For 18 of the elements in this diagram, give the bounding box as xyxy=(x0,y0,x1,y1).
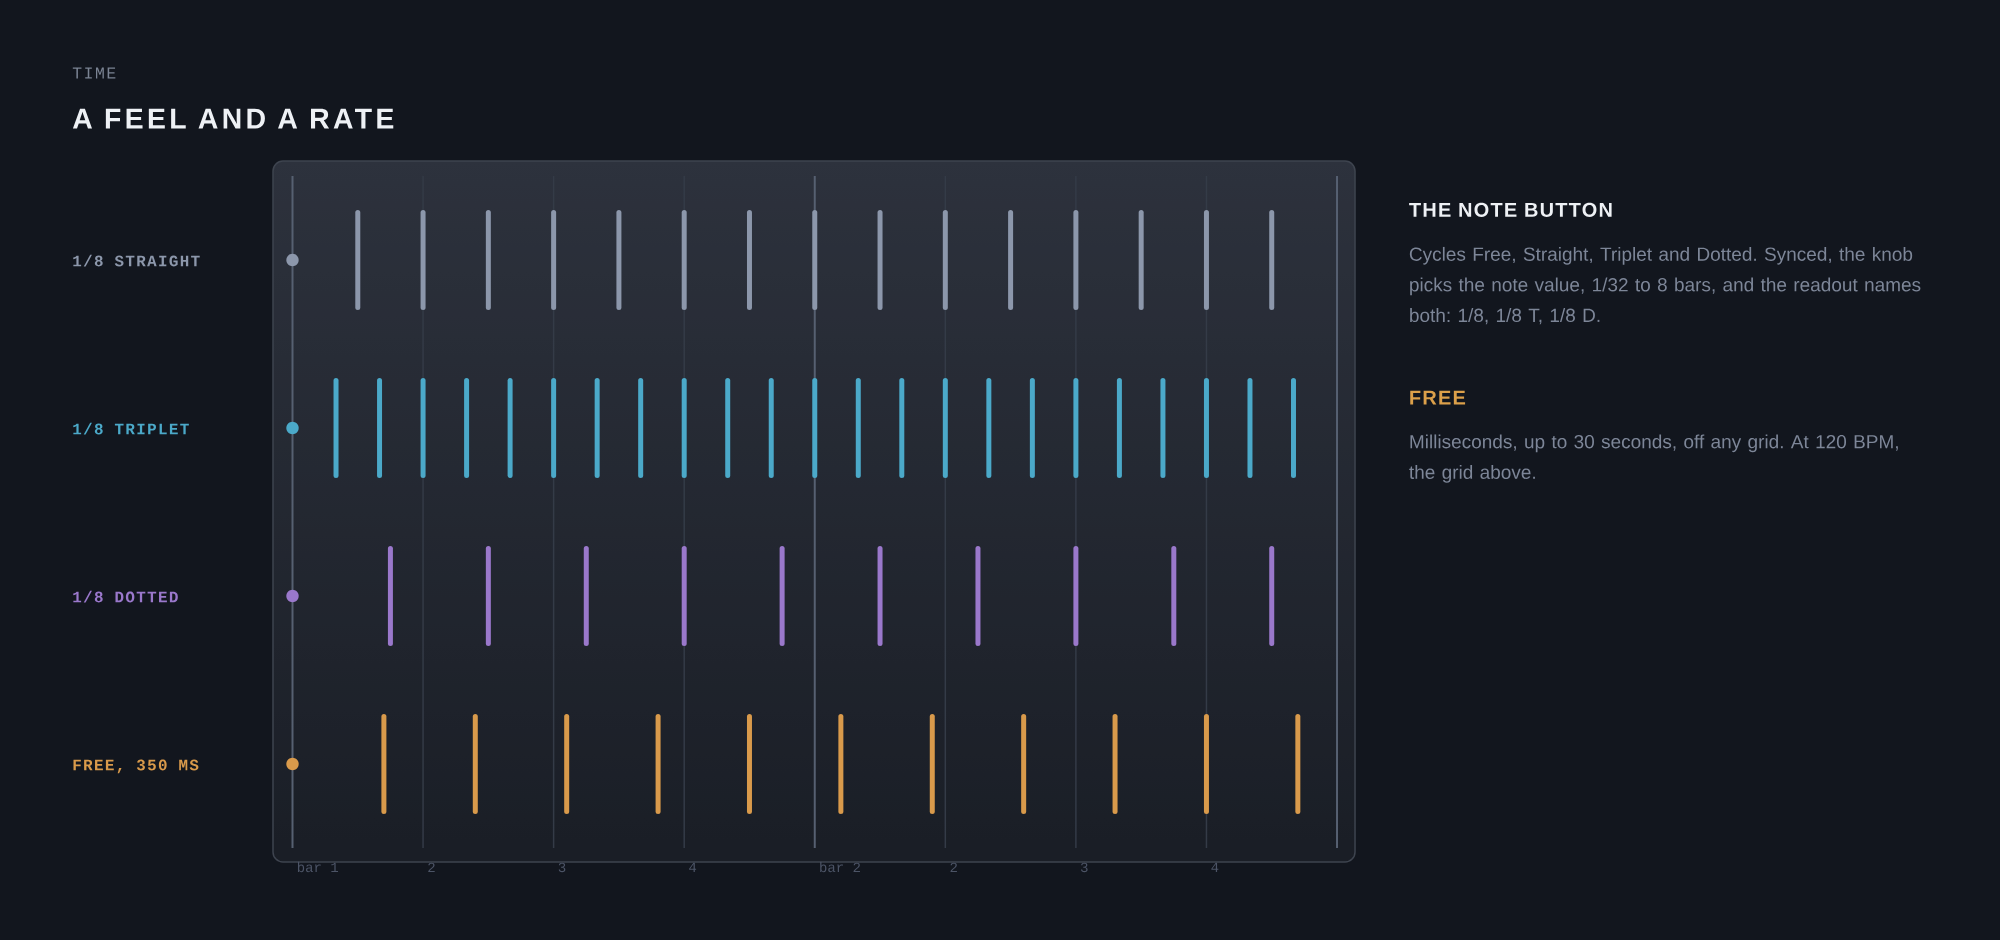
paragraph: Cycles Free, Straight, Triplet and Dotted. Synced, the knob picks the note value, 1/32 to 8 bars, and the readout names both: 1/8, 1/8 T, 1/8 D. xyxy=(1409,246,1921,325)
axis-label: bar 1 xyxy=(297,861,339,873)
axis-label: 2 xyxy=(950,862,957,872)
paragraph: Milliseconds, up to 30 seconds, off any grid. At 120 BPM, the grid above. xyxy=(1409,434,1898,483)
section-label: TIME xyxy=(72,67,116,79)
axis-label: 3 xyxy=(1080,862,1088,873)
row-label: FREE, 350 MS xyxy=(73,759,199,774)
axis-label: 4 xyxy=(689,862,697,872)
axis-label: 4 xyxy=(1211,862,1219,872)
heading: THE NOTE BUTTON xyxy=(1409,202,1612,217)
row-label: 1/8 STRAIGHT xyxy=(73,254,200,267)
heading: FREE xyxy=(1410,390,1466,405)
title: A FEEL AND A RATE xyxy=(72,108,394,129)
axis-label: bar 2 xyxy=(820,861,860,873)
row-label: 1/8 TRIPLET xyxy=(73,422,189,435)
row-label: 1/8 DOTTED xyxy=(73,590,178,603)
axis-label: 3 xyxy=(558,862,566,873)
axis-label: 2 xyxy=(428,862,435,872)
